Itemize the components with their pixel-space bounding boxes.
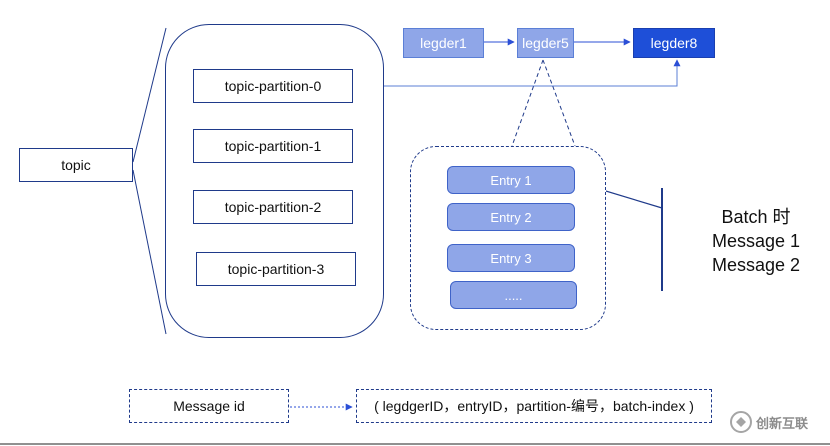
partition-label: topic-partition-1: [224, 138, 322, 154]
entry-label: Entry 2: [490, 209, 532, 225]
batch-text: Batch 时 Message 1 Message 2: [690, 205, 822, 277]
id-format-box: ( legdgerID，entryID，partition-编号，batch-i…: [356, 389, 712, 423]
entry-label: Entry 1: [490, 172, 532, 188]
entry-label: .....: [504, 287, 523, 303]
ledger-8: legder8: [633, 28, 715, 58]
fan-line-bottom: [132, 169, 167, 335]
partition-box-3: topic-partition-3: [196, 252, 356, 286]
message-id-label: Message id: [173, 398, 245, 414]
partition-label: topic-partition-3: [227, 261, 325, 277]
zoom-line-right: [542, 59, 576, 147]
topic-label: topic: [61, 157, 91, 173]
entry-3: Entry 3: [447, 244, 575, 272]
ledger-label: legder5: [522, 35, 569, 51]
fan-line-top: [132, 27, 167, 163]
zoom-line-left: [511, 59, 544, 147]
ledger-1: legder1: [403, 28, 484, 58]
partition-label: topic-partition-2: [224, 199, 322, 215]
id-format-label: ( legdgerID，entryID，partition-编号，batch-i…: [374, 398, 694, 414]
watermark-text: 创新互联: [756, 415, 809, 431]
partition-box-2: topic-partition-2: [193, 190, 353, 224]
partition-label: topic-partition-0: [224, 78, 322, 94]
watermark-icon: [730, 411, 752, 433]
batch-line-1: Batch 时: [721, 207, 791, 227]
entry-label: Entry 3: [490, 250, 532, 266]
message-id-box: Message id: [129, 389, 289, 423]
entry-2: Entry 2: [447, 203, 575, 231]
ledger-label: legder8: [650, 35, 698, 51]
topic-box: topic: [19, 148, 133, 182]
partition-box-1: topic-partition-1: [193, 129, 353, 163]
batch-line-3: Message 2: [711, 255, 801, 275]
arrow-partition0-ledger8: [353, 59, 681, 87]
partition-box-0: topic-partition-0: [193, 69, 353, 103]
entry-more: .....: [450, 281, 577, 309]
entry-1: Entry 1: [447, 166, 575, 194]
ledger-label: legder1: [420, 35, 467, 51]
ledger-5: legder5: [517, 28, 574, 58]
watermark-logo: 创新互联: [730, 408, 826, 436]
batch-line-2: Message 1: [711, 231, 801, 251]
